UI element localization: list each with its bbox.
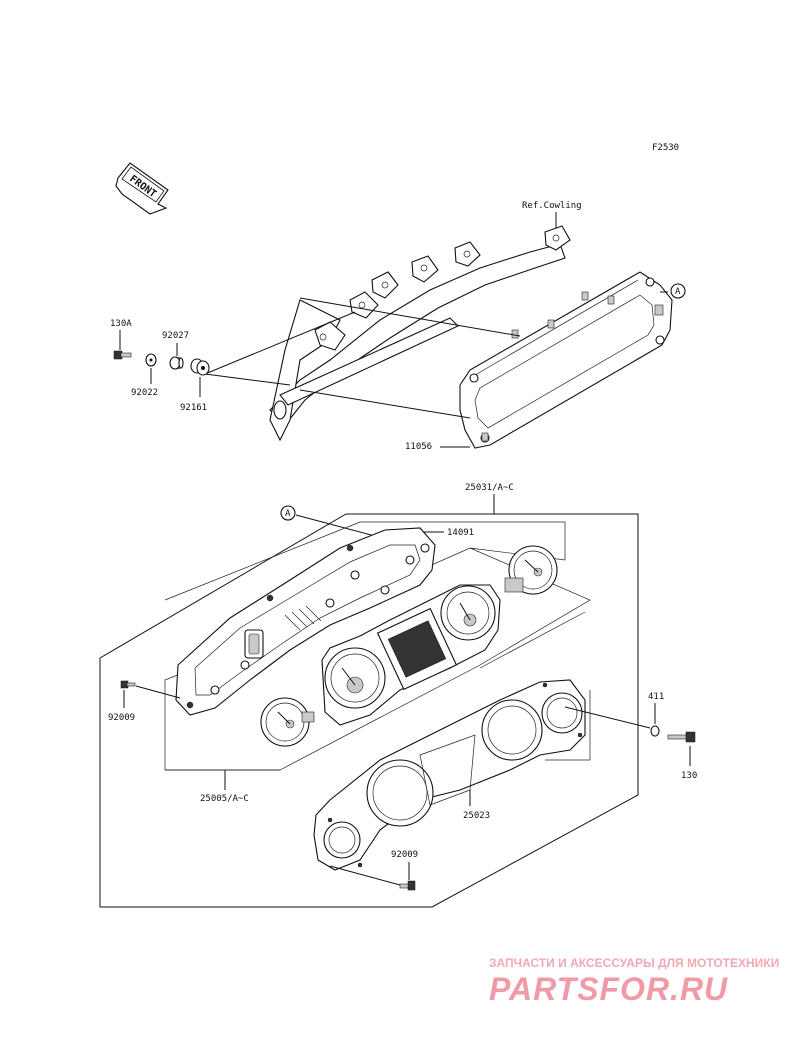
bolt-130a bbox=[113, 350, 132, 360]
callout-a-lower bbox=[280, 505, 296, 521]
screw-92009-bottom bbox=[399, 880, 416, 891]
watermark-brand: PARTSFOR.RU bbox=[489, 971, 728, 1007]
label-92022: 92022 bbox=[131, 388, 158, 398]
label-411: 411 bbox=[648, 692, 664, 702]
gauge-cluster bbox=[321, 584, 501, 726]
label-25023: 25023 bbox=[463, 811, 490, 821]
label-130a: 130A bbox=[110, 319, 132, 329]
bolt-130 bbox=[667, 731, 696, 743]
front-arrow-icon: FRONT bbox=[115, 162, 169, 215]
label-25005: 25005/A~C bbox=[200, 794, 249, 804]
label-25031: 25031/A~C bbox=[465, 483, 514, 493]
label-92027: 92027 bbox=[162, 331, 189, 341]
gauge-small-left bbox=[260, 697, 315, 747]
label-92161: 92161 bbox=[180, 403, 207, 413]
callout-a-upper-text: A bbox=[675, 287, 681, 297]
meter-case bbox=[175, 527, 436, 716]
label-130: 130 bbox=[681, 771, 697, 781]
collar-92027 bbox=[169, 356, 184, 370]
damper-92161 bbox=[190, 358, 210, 376]
label-92009-bottom: 92009 bbox=[391, 850, 418, 860]
watermark-tagline: ЗАПЧАСТИ И АКСЕССУАРЫ ДЛЯ МОТОТЕХНИКИ bbox=[489, 956, 779, 970]
figure-code: F2530 bbox=[652, 143, 679, 153]
meter-bracket bbox=[269, 225, 673, 449]
label-14091: 14091 bbox=[447, 528, 474, 538]
washer-92022 bbox=[145, 353, 157, 367]
callout-a-lower-text: A bbox=[285, 509, 291, 519]
gauge-small-right bbox=[504, 545, 558, 595]
label-11056: 11056 bbox=[405, 442, 432, 452]
screw-92009-left bbox=[120, 680, 136, 689]
ref-cowling-label: Ref.Cowling bbox=[522, 201, 582, 211]
washer-411 bbox=[650, 725, 660, 737]
meter-cover bbox=[313, 679, 586, 871]
callout-a-upper bbox=[670, 283, 686, 299]
label-92009-left: 92009 bbox=[108, 713, 135, 723]
